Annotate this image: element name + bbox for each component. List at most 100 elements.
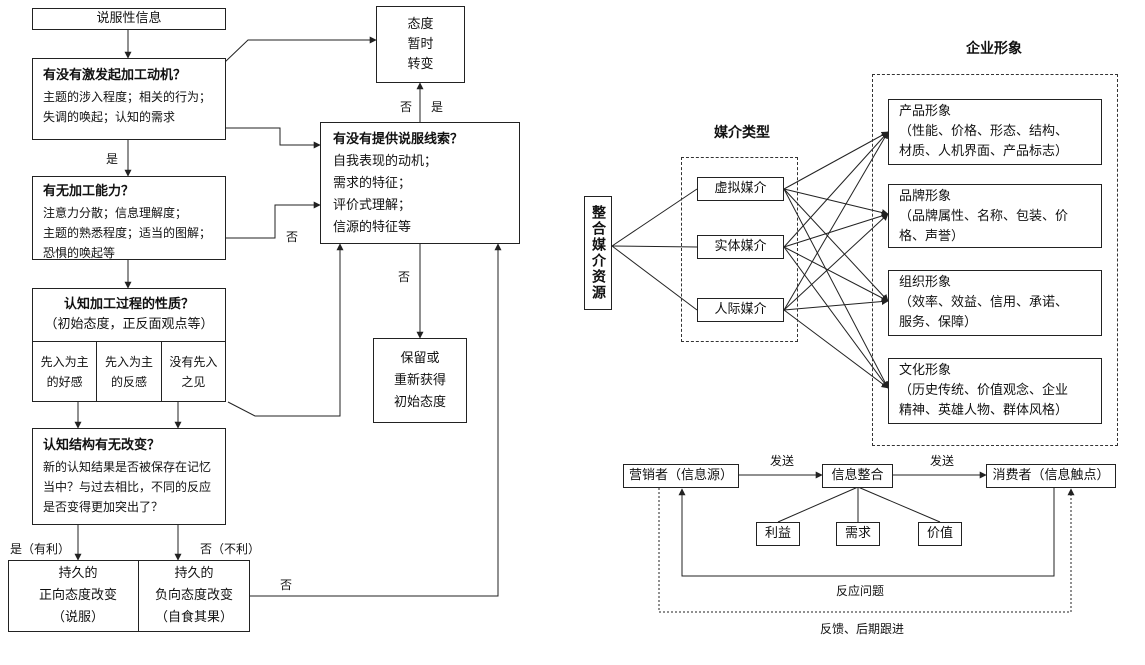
reaction-label: 反应问题 bbox=[836, 584, 885, 598]
retain-line: 保留或 bbox=[400, 350, 440, 366]
product-image-line: 材质、人机界面、产品标志） bbox=[899, 144, 1069, 159]
cell-line: 没有先入 bbox=[169, 355, 218, 369]
cue-factor-line: 评价式理解； bbox=[333, 198, 412, 213]
marketer-label: 营销者（信息源） bbox=[628, 468, 733, 483]
processing-nature-title: 认知加工过程的性质？ bbox=[63, 297, 194, 312]
cell-line: 的好感 bbox=[46, 375, 83, 389]
product-image-box: 产品形象 （性能、价格、形态、结构、 材质、人机界面、产品标志） bbox=[888, 99, 1102, 165]
culture-image-box: 文化形象 （历史传统、价值观念、企业 精神、英雄人物、群体风格） bbox=[888, 358, 1102, 424]
negative-line: 持久的 bbox=[174, 566, 214, 581]
organization-image-line: 服务、保障） bbox=[899, 315, 978, 330]
value-label: 价值 bbox=[926, 526, 953, 541]
brand-image-line: （品牌属性、名称、包装、价 bbox=[899, 209, 1069, 224]
product-image-title: 产品形象 bbox=[899, 104, 952, 119]
demand-label: 需求 bbox=[844, 526, 871, 541]
feedback-label: 反馈、后期跟进 bbox=[820, 622, 905, 636]
yes-label: 是 bbox=[431, 100, 444, 114]
motivation-factor-line: 失调的唤起；认知的需求 bbox=[43, 110, 176, 124]
temporary-change-box: 态度 暂时 转变 bbox=[376, 6, 465, 83]
benefit-box: 利益 bbox=[756, 522, 800, 546]
integrated-media-source-box: 整合媒介资源 bbox=[584, 196, 612, 310]
temporary-change-line: 转变 bbox=[407, 56, 434, 72]
no-label: 否 bbox=[398, 270, 411, 284]
structure-change-line: 新的认知结果是否被保存在记忆 bbox=[43, 460, 212, 474]
corporate-image-title: 企业形象 bbox=[966, 41, 1022, 57]
negative-change-box: 持久的 负向态度改变 （自食其果） bbox=[138, 560, 250, 632]
no-label: 否 bbox=[286, 230, 299, 244]
benefit-label: 利益 bbox=[764, 526, 791, 541]
motivation-question-box: 有没有激发起加工动机？ 主题的涉入程度；相关的行为； 失调的唤起；认知的需求 bbox=[32, 58, 226, 140]
processing-nature-sub: （初始态度，正反面观点等） bbox=[44, 317, 214, 332]
no-label: 否 bbox=[280, 578, 293, 592]
product-image-line: （性能、价格、形态、结构、 bbox=[899, 124, 1069, 139]
virtual-media-box: 虚拟媒介 bbox=[697, 177, 784, 201]
info-integration-label: 信息整合 bbox=[831, 468, 884, 483]
no-prejudice-cell: 没有先入 之见 bbox=[162, 342, 225, 402]
culture-image-line: （历史传统、价值观念、企业 bbox=[899, 383, 1069, 398]
virtual-media-label: 虚拟媒介 bbox=[714, 181, 767, 196]
ability-question-title: 有无加工能力？ bbox=[43, 184, 135, 199]
cell-line: 先入为主 bbox=[104, 355, 153, 369]
structure-change-line: 是否变得更加突出了？ bbox=[43, 500, 164, 514]
processing-nature-box: 认知加工过程的性质？ （初始态度，正反面观点等） 先入为主 的好感 先入为主 的… bbox=[32, 288, 226, 402]
positive-line: 持久的 bbox=[58, 566, 98, 581]
ability-question-box: 有无加工能力？ 注意力分散；信息理解度； 主题的熟悉程度；适当的图解； 恐惧的唤… bbox=[32, 176, 226, 260]
interpersonal-media-label: 人际媒介 bbox=[714, 302, 767, 317]
persuasive-info-label: 说服性信息 bbox=[96, 11, 162, 26]
ability-factor-line: 主题的熟悉程度；适当的图解； bbox=[43, 226, 212, 240]
brand-image-line: 格、声誉） bbox=[899, 229, 965, 244]
negative-line: （自食其果） bbox=[154, 610, 233, 625]
demand-box: 需求 bbox=[836, 522, 880, 546]
media-type-title: 媒介类型 bbox=[714, 125, 770, 141]
physical-media-box: 实体媒介 bbox=[697, 235, 784, 259]
consumer-box: 消费者（信息触点） bbox=[986, 464, 1116, 488]
temporary-change-line: 暂时 bbox=[407, 36, 434, 52]
consumer-label: 消费者（信息触点） bbox=[992, 468, 1110, 483]
persuasive-info-box: 说服性信息 bbox=[32, 8, 226, 30]
positive-line: 正向态度改变 bbox=[38, 588, 117, 603]
ability-factor-line: 注意力分散；信息理解度； bbox=[43, 206, 188, 220]
cue-factor-line: 需求的特征； bbox=[333, 176, 412, 191]
yes-label: 是 bbox=[106, 152, 119, 166]
marketer-box: 营销者（信息源） bbox=[623, 464, 739, 488]
cell-line: 先入为主 bbox=[40, 355, 89, 369]
culture-image-title: 文化形象 bbox=[899, 363, 952, 378]
motivation-factor-line: 主题的涉入程度；相关的行为； bbox=[43, 90, 212, 104]
cell-line: 之见 bbox=[181, 375, 206, 389]
culture-image-line: 精神、英雄人物、群体风格） bbox=[899, 403, 1069, 418]
interpersonal-media-box: 人际媒介 bbox=[697, 298, 784, 322]
structure-change-line: 当中？与过去相比，不同的反应 bbox=[43, 480, 212, 494]
cue-question-title: 有没有提供说服线索？ bbox=[333, 132, 464, 147]
cell-line: 的反感 bbox=[110, 375, 147, 389]
info-integration-box: 信息整合 bbox=[822, 464, 893, 488]
motivation-question-title: 有没有激发起加工动机？ bbox=[43, 68, 187, 83]
prejudice-favor-cell: 先入为主 的好感 bbox=[33, 342, 98, 402]
no-label: 否 bbox=[400, 100, 413, 114]
organization-image-box: 组织形象 （效率、效益、信用、承诺、 服务、保障） bbox=[888, 270, 1102, 336]
send-label: 发送 bbox=[770, 454, 795, 468]
value-box: 价值 bbox=[918, 522, 962, 546]
corporate-image-group bbox=[872, 74, 1118, 446]
retain-line: 初始态度 bbox=[393, 394, 446, 410]
organization-image-line: （效率、效益、信用、承诺、 bbox=[899, 295, 1069, 310]
positive-line: （说服） bbox=[51, 610, 104, 625]
structure-change-box: 认知结构有无改变？ 新的认知结果是否被保存在记忆 当中？与过去相比，不同的反应 … bbox=[32, 428, 226, 525]
cue-question-box: 有没有提供说服线索？ 自我表现的动机； 需求的特征； 评价式理解； 信源的特征等 bbox=[320, 122, 520, 244]
negative-line: 负向态度改变 bbox=[154, 588, 233, 603]
temporary-change-line: 态度 bbox=[407, 16, 434, 32]
structure-change-title: 认知结构有无改变？ bbox=[43, 438, 161, 453]
no-unfavorable-label: 否（不利） bbox=[200, 542, 261, 556]
send-label: 发送 bbox=[930, 454, 955, 468]
physical-media-label: 实体媒介 bbox=[714, 239, 767, 254]
integrated-media-source-label: 整合媒介资源 bbox=[590, 205, 606, 301]
brand-image-box: 品牌形象 （品牌属性、名称、包装、价 格、声誉） bbox=[888, 184, 1102, 248]
retain-line: 重新获得 bbox=[393, 372, 446, 388]
brand-image-title: 品牌形象 bbox=[899, 189, 952, 204]
retain-attitude-box: 保留或 重新获得 初始态度 bbox=[373, 338, 467, 423]
organization-image-title: 组织形象 bbox=[899, 275, 952, 290]
cue-factor-line: 信源的特征等 bbox=[333, 220, 412, 235]
cue-factor-line: 自我表现的动机； bbox=[333, 154, 438, 169]
ability-factor-line: 恐惧的唤起等 bbox=[43, 246, 116, 260]
positive-change-box: 持久的 正向态度改变 （说服） bbox=[8, 560, 148, 632]
prejudice-against-cell: 先入为主 的反感 bbox=[97, 342, 162, 402]
